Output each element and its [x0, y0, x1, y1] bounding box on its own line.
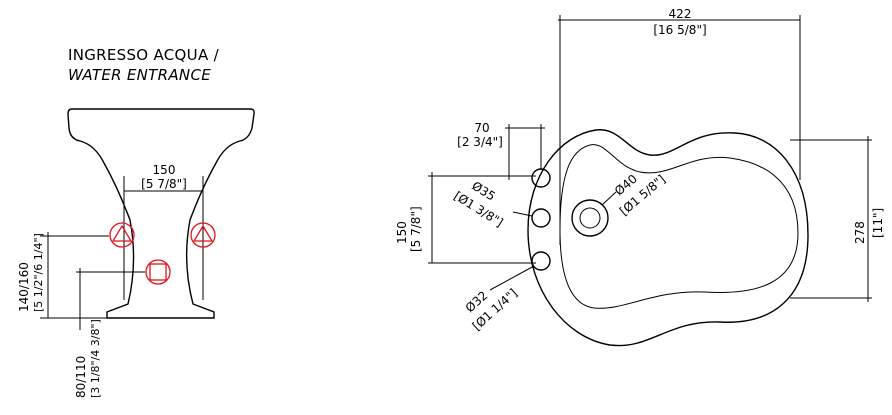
side-height-in: [5 1/2"/6 1/4"] [32, 233, 45, 312]
title-line-1: INGRESSO ACQUA / [68, 46, 220, 64]
d32-leader [489, 265, 535, 291]
side-view-outline [67, 108, 255, 319]
water-inlet-right-icon [190, 222, 216, 248]
water-inlet-left-icon [109, 222, 135, 248]
depth-mm: 278 [853, 221, 867, 244]
faucet-hole-bottom-icon [531, 251, 551, 271]
depth-in: [11"] [871, 208, 885, 238]
faucet-hole-middle-icon [531, 208, 551, 228]
side-drain-mm: 80/110 [74, 356, 88, 398]
d35-leader [512, 211, 533, 217]
d40-leader [601, 191, 617, 206]
spacing-mm: 150 [395, 221, 409, 244]
side-height-mm: 140/160 [17, 262, 31, 312]
offset-mm: 70 [474, 121, 489, 135]
side-drain-in: [3 1/8"/4 3/8"] [89, 319, 102, 398]
drain-hole-inner-icon [579, 207, 601, 229]
top-view: 422 [16 5/8"] 70 [2 3/4"] 150 [5 7/8"] 2… [395, 7, 885, 347]
top-view-inner-bowl [559, 144, 799, 309]
total-width-mm: 422 [669, 7, 692, 21]
drain-hole-outer-icon [571, 199, 609, 237]
side-width-mm: 150 [153, 163, 176, 177]
offset-in: [2 3/4"] [457, 135, 503, 149]
faucet-hole-top-icon [531, 168, 551, 188]
top-view-outline [527, 129, 809, 347]
side-width-in: [5 7/8"] [141, 177, 187, 191]
title-line-2: WATER ENTRANCE [68, 66, 211, 84]
total-width-in: [16 5/8"] [653, 23, 706, 37]
side-view: 150 [5 7/8"] 140/160 [5 1/2"/6 1/4"] 80/… [17, 108, 255, 398]
spacing-in: [5 7/8"] [409, 206, 423, 252]
drain-outlet-icon [145, 259, 171, 285]
